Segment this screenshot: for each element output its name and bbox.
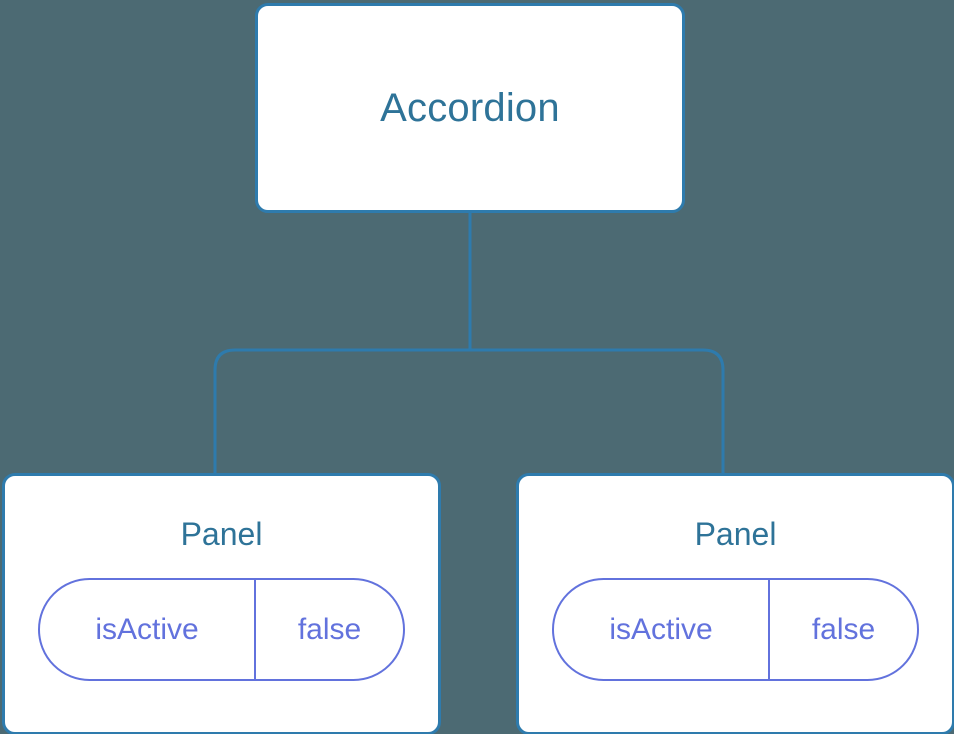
state-pill-panel-2[interactable]: isActive false bbox=[552, 578, 919, 681]
state-pill-panel-2-value: false bbox=[811, 612, 876, 646]
node-panel-1[interactable]: Panel isActive false bbox=[2, 473, 441, 734]
state-pill-panel-1-key: isActive bbox=[40, 580, 256, 679]
node-panel-2-title: Panel bbox=[694, 516, 777, 552]
node-panel-2[interactable]: Panel isActive false bbox=[516, 473, 954, 734]
state-pill-panel-1[interactable]: isActive false bbox=[38, 578, 405, 681]
node-panel-1-title: Panel bbox=[180, 516, 263, 552]
edge-split-to-panel-left bbox=[213, 348, 470, 476]
node-accordion-title: Accordion bbox=[380, 86, 560, 130]
node-accordion[interactable]: Accordion bbox=[255, 3, 685, 213]
state-pill-panel-2-key: isActive bbox=[554, 580, 770, 679]
edge-split-to-panel-right bbox=[470, 348, 725, 476]
state-pill-panel-1-value: false bbox=[297, 612, 362, 646]
